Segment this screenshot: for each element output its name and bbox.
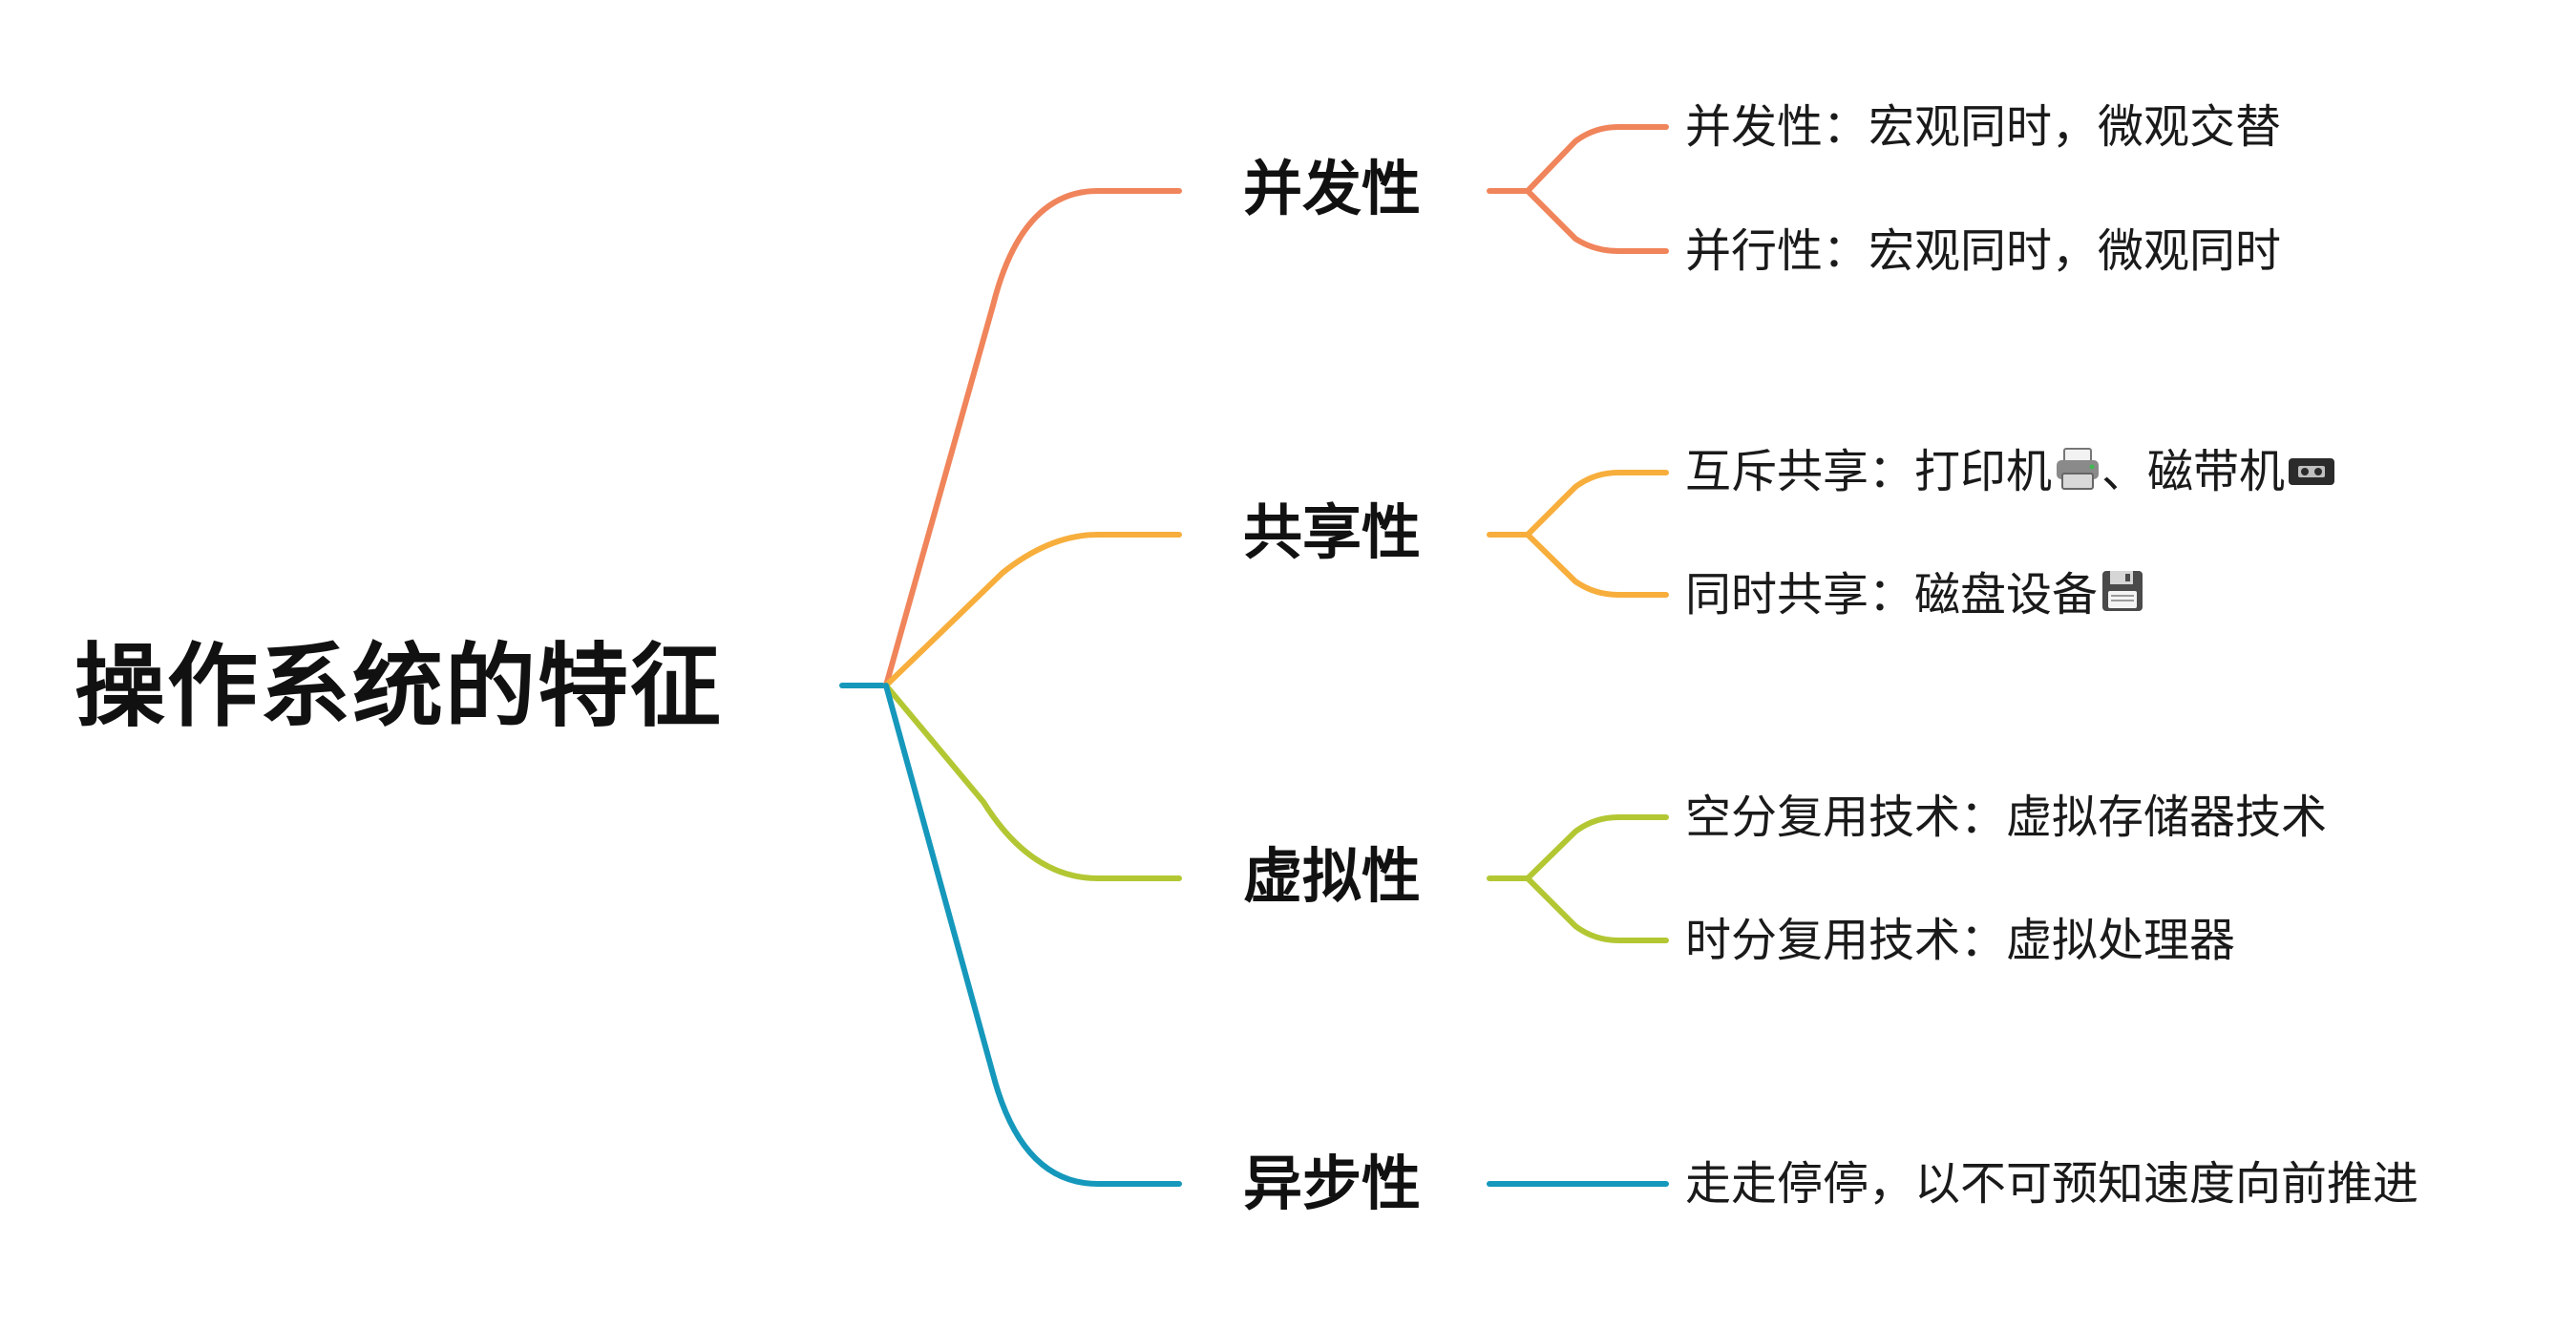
branch-async: 异步性 xyxy=(1243,1149,1422,1218)
leaf-connector xyxy=(1525,124,1669,194)
videocassette-icon xyxy=(2287,453,2336,498)
branch-connector-sharing xyxy=(883,532,1182,688)
leaf-connector xyxy=(1525,875,1669,943)
leaf-async: 走走停停，以不可预知速度向前推进 xyxy=(1685,1157,2419,1211)
leaf-parallelism: 并行性：宏观同时，微观同时 xyxy=(1685,224,2282,278)
leaf-mutex-sharing-sep: 、 xyxy=(2101,445,2148,498)
floppy-disk-icon xyxy=(2100,568,2145,622)
branch-connector-virtual xyxy=(883,683,1182,881)
root-topic: 操作系统的特征 xyxy=(74,634,724,740)
leaf-connector xyxy=(1525,188,1669,254)
leaf-time-division: 时分复用技术：虚拟处理器 xyxy=(1685,914,2236,967)
branch-connector-concurrency xyxy=(883,188,1182,688)
printer-icon xyxy=(2054,447,2101,498)
leaf-simultaneous-sharing-text: 同时共享：磁盘设备 xyxy=(1685,568,2099,622)
leaf-connector xyxy=(1525,532,1669,598)
branch-sharing: 共享性 xyxy=(1243,497,1422,567)
leaf-simultaneous-sharing: 同时共享：磁盘设备 xyxy=(1685,568,2145,622)
leaf-space-division: 空分复用技术：虚拟存储器技术 xyxy=(1685,791,2328,844)
leaf-mutex-sharing-tail: 磁带机 xyxy=(2147,445,2286,498)
leaf-connector xyxy=(1525,470,1669,538)
leaf-mutex-sharing: 互斥共享：打印机 、磁带机 xyxy=(1685,447,2336,498)
branch-virtual: 虚拟性 xyxy=(1243,841,1422,911)
leaf-concurrency: 并发性：宏观同时，微观交替 xyxy=(1685,100,2282,154)
leaf-connector xyxy=(1525,814,1669,881)
leaf-mutex-sharing-text: 互斥共享：打印机 xyxy=(1685,445,2053,498)
branch-connector-async xyxy=(883,683,1182,1187)
branch-concurrency: 并发性 xyxy=(1243,154,1422,223)
